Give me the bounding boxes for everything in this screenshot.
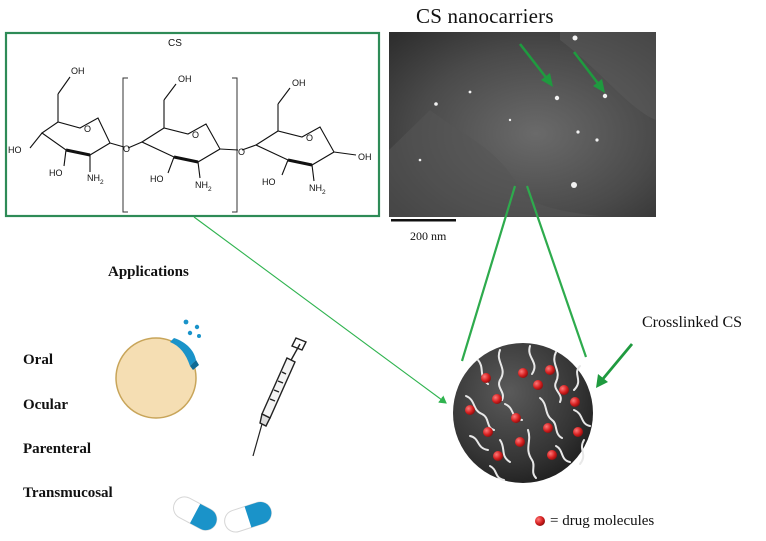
sem-particles — [418, 35, 608, 188]
application-transmucosal: Transmucosal — [23, 485, 113, 501]
capsule-icon — [173, 496, 272, 533]
ring3-nh-text: NH — [309, 183, 322, 193]
sem-scale-bar — [391, 219, 456, 222]
sem-pointer-arrows — [518, 43, 605, 93]
application-parenteral: Parenteral — [23, 441, 92, 457]
contact-lens-icon — [115, 337, 199, 419]
sem-ridge — [389, 110, 600, 217]
application-ocular: Ocular — [23, 397, 68, 413]
ring2-oh-top: OH — [178, 74, 192, 84]
ring2-nh-text: NH — [195, 180, 208, 190]
zoom-lines — [460, 185, 588, 362]
glucosamine-ring-2 — [140, 83, 257, 179]
crosslinked-label: Crosslinked CS — [642, 314, 743, 331]
ring1-ho-bottom: HO — [49, 168, 63, 178]
sem-image — [389, 32, 656, 222]
sem-ridge-2 — [560, 32, 656, 120]
glucosamine-ring-3 — [254, 87, 357, 182]
ring2-nh2: NH2 — [195, 180, 212, 193]
ring2-sub-2: 2 — [208, 186, 212, 193]
ring3-oh-right: OH — [358, 152, 372, 162]
link-o-2: O — [238, 147, 245, 157]
legend-drug-marker — [535, 516, 545, 526]
applications-heading: Applications — [108, 264, 189, 280]
ring2-ring-o: O — [192, 130, 199, 140]
ring3-nh2: NH2 — [309, 183, 326, 196]
ring1-oh-top: OH — [71, 66, 85, 76]
structure-to-sphere-arrow — [193, 216, 447, 404]
structure-label: CS — [168, 38, 182, 49]
sem-title: CS nanocarriers — [416, 4, 554, 28]
ring3-ho-bottom: HO — [262, 177, 276, 187]
crosslinked-pointer-arrow — [596, 343, 634, 388]
bracket-right — [232, 77, 238, 213]
crosslinked-nanoparticle — [453, 343, 593, 483]
glucosamine-ring-1 — [29, 76, 143, 172]
scale-bar-label: 200 nm — [410, 229, 447, 243]
legend-text: = drug molecules — [550, 513, 655, 529]
drop-icon — [183, 319, 201, 338]
structure-panel: OH O HO HO NH2 O OH O HO NH2 O — [4, 31, 381, 218]
syringe-icon — [252, 337, 307, 457]
bracket-left — [122, 77, 128, 213]
ring1-ho-left: HO — [8, 145, 22, 155]
ring1-ring-o: O — [84, 124, 91, 134]
ring3-oh-top: OH — [292, 78, 306, 88]
ring1-nh2: NH2 — [87, 173, 104, 186]
ring3-ring-o: O — [306, 133, 313, 143]
ring1-nh-text: NH — [87, 173, 100, 183]
link-o-1: O — [123, 144, 130, 154]
ring2-ho-bottom: HO — [150, 174, 164, 184]
drug-molecules — [465, 365, 583, 461]
ring3-sub-2: 2 — [322, 189, 326, 196]
application-oral: Oral — [23, 352, 53, 368]
ring1-sub-2: 2 — [100, 179, 104, 186]
